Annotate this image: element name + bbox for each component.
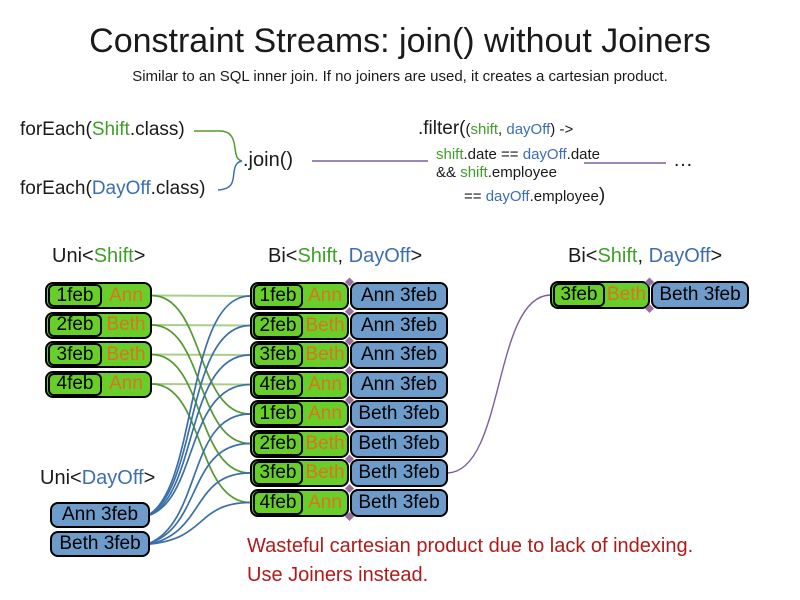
page-subtitle: Similar to an SQL inner join. If no join… — [132, 68, 668, 85]
shift-employee: Beth — [606, 284, 647, 305]
connector-shift3-birow7 — [151, 353, 251, 474]
uni-shift-row: 4feb Ann — [45, 370, 152, 398]
shift-tuple: 2feb Beth — [45, 311, 152, 339]
label-uni-shift: Uni<Shift> — [52, 245, 146, 267]
shift-tuple: 3feb Beth — [250, 459, 349, 487]
connector-dayoff-ann-birow1 — [149, 295, 251, 515]
code-filter-line3: && shift.employee — [436, 164, 557, 181]
shift-employee: Beth — [305, 462, 345, 483]
brace-dayoff-to-join — [217, 160, 243, 191]
warning-text: Wasteful cartesian product due to lack o… — [247, 532, 693, 590]
bi-row: 1feb Ann Beth 3feb — [250, 400, 448, 428]
bi-row: 4feb Ann Beth 3feb — [250, 488, 448, 517]
dayoff-tuple: Ann 3feb — [350, 370, 448, 399]
shift-date: 3feb — [253, 461, 303, 485]
label-bi-middle: Bi<Shift, DayOff> — [268, 245, 423, 267]
code-filter-line2: shift.date == dayOff.date — [436, 146, 601, 163]
shift-date: 3feb — [253, 343, 303, 367]
uni-shift-row: 2feb Beth — [45, 311, 152, 339]
shift-tuple: 3feb Beth — [45, 341, 152, 368]
shift-tuple: 4feb Ann — [250, 370, 349, 399]
shift-employee: Beth — [305, 314, 345, 336]
label-bi-right: Bi<Shift, DayOff> — [568, 245, 723, 267]
code-join: .join() — [243, 149, 294, 171]
bi-row: 2feb Beth Beth 3feb — [250, 429, 448, 458]
shift-date: 4feb — [48, 372, 102, 396]
dayoff-tuple: Ann 3feb — [50, 502, 150, 528]
shift-date: 3feb — [48, 343, 102, 366]
connector-shift2-birow2 — [151, 324, 251, 327]
page-title: Constraint Streams: join() without Joine… — [89, 22, 711, 60]
connector-dayoff-beth-birow5 — [149, 413, 251, 544]
shift-employee: Ann — [109, 373, 143, 394]
connector-birow7-result — [447, 294, 551, 474]
shift-date: 1feb — [253, 402, 303, 426]
connector-dayoff-beth-birow8 — [149, 501, 251, 545]
dayoff-tuple: Beth 3feb — [350, 488, 448, 517]
bi-row: 2feb Beth Ann 3feb — [250, 311, 448, 340]
warning-line1: Wasteful cartesian product due to lack o… — [247, 535, 694, 557]
uni-shift-row: 3feb Beth — [45, 341, 152, 368]
dayoff-tuple: Beth 3feb — [350, 429, 448, 458]
bi-row: 1feb Ann Ann 3feb — [250, 282, 448, 310]
shift-date: 2feb — [48, 313, 102, 337]
shift-tuple: 1feb Ann — [250, 282, 349, 310]
shift-date: 1feb — [253, 284, 303, 308]
brace-shift-to-join — [194, 130, 243, 162]
warning-line2: Use Joiners instead. — [247, 564, 429, 586]
shift-tuple: 3feb Beth — [550, 281, 650, 309]
shift-date: 2feb — [253, 313, 303, 338]
shift-employee: Beth — [305, 432, 345, 454]
code-foreach-dayoff: forEach(DayOff.class) — [20, 178, 206, 199]
shift-tuple: 1feb Ann — [45, 282, 152, 309]
shift-tuple: 2feb Beth — [250, 311, 349, 340]
uni-shift-row: 1feb Ann — [45, 282, 152, 309]
shift-tuple: 4feb Ann — [45, 370, 152, 398]
shift-employee: Beth — [106, 314, 146, 335]
shift-employee: Ann — [308, 373, 342, 395]
shift-tuple: 4feb Ann — [250, 488, 349, 517]
shift-tuple: 1feb Ann — [250, 400, 349, 428]
shift-employee: Ann — [109, 284, 143, 306]
connector-shift1-birow1 — [151, 294, 251, 297]
connector-dayoff-ann-birow4 — [149, 383, 251, 516]
connector-dayoff-beth-birow7 — [149, 472, 251, 545]
bi-row: 3feb Beth Beth 3feb — [250, 459, 448, 487]
dayoff-tuple: Ann 3feb — [350, 341, 448, 369]
connector-shift4-birow8 — [151, 383, 251, 504]
dayoff-tuple: Ann 3feb — [350, 282, 448, 310]
uni-dayoff-row: Beth 3feb — [50, 531, 150, 557]
connector-dayoff-beth-birow6 — [149, 442, 251, 544]
dayoff-tuple: Beth 3feb — [50, 531, 150, 557]
dayoff-tuple: Beth 3feb — [651, 281, 749, 309]
dayoff-tuple: Beth 3feb — [350, 400, 448, 428]
shift-date: 2feb — [253, 431, 303, 456]
code-ellipsis: … — [673, 149, 693, 171]
connector-dayoff-ann-birow3 — [149, 354, 251, 516]
connector-dayoff-ann-birow2 — [149, 324, 251, 515]
dayoff-tuple: Beth 3feb — [350, 459, 448, 487]
shift-employee: Ann — [308, 403, 342, 424]
code-foreach-shift: forEach(Shift.class) — [20, 119, 185, 140]
bi-result-row: 3feb Beth Beth 3feb — [550, 281, 749, 309]
shift-employee: Ann — [308, 285, 342, 306]
label-uni-dayoff: Uni<DayOff> — [40, 467, 156, 489]
shift-tuple: 2feb Beth — [250, 429, 349, 458]
shift-date: 4feb — [253, 372, 303, 397]
shift-date: 3feb — [553, 283, 605, 307]
shift-date: 4feb — [253, 490, 303, 515]
shift-employee: Beth — [305, 344, 345, 365]
bi-row: 3feb Beth Ann 3feb — [250, 341, 448, 369]
dayoff-tuple: Ann 3feb — [350, 311, 448, 340]
code-filter-line4: == dayOff.employee) — [464, 185, 606, 206]
bi-row: 4feb Ann Ann 3feb — [250, 370, 448, 399]
shift-tuple: 3feb Beth — [250, 341, 349, 369]
uni-dayoff-row: Ann 3feb — [50, 502, 150, 528]
shift-employee: Beth — [106, 343, 146, 365]
shift-employee: Ann — [308, 491, 342, 513]
connector-shift1-birow5 — [151, 294, 251, 415]
code-filter-line1: .filter((shift, dayOff) -> — [418, 118, 574, 139]
shift-date: 1feb — [48, 284, 102, 307]
